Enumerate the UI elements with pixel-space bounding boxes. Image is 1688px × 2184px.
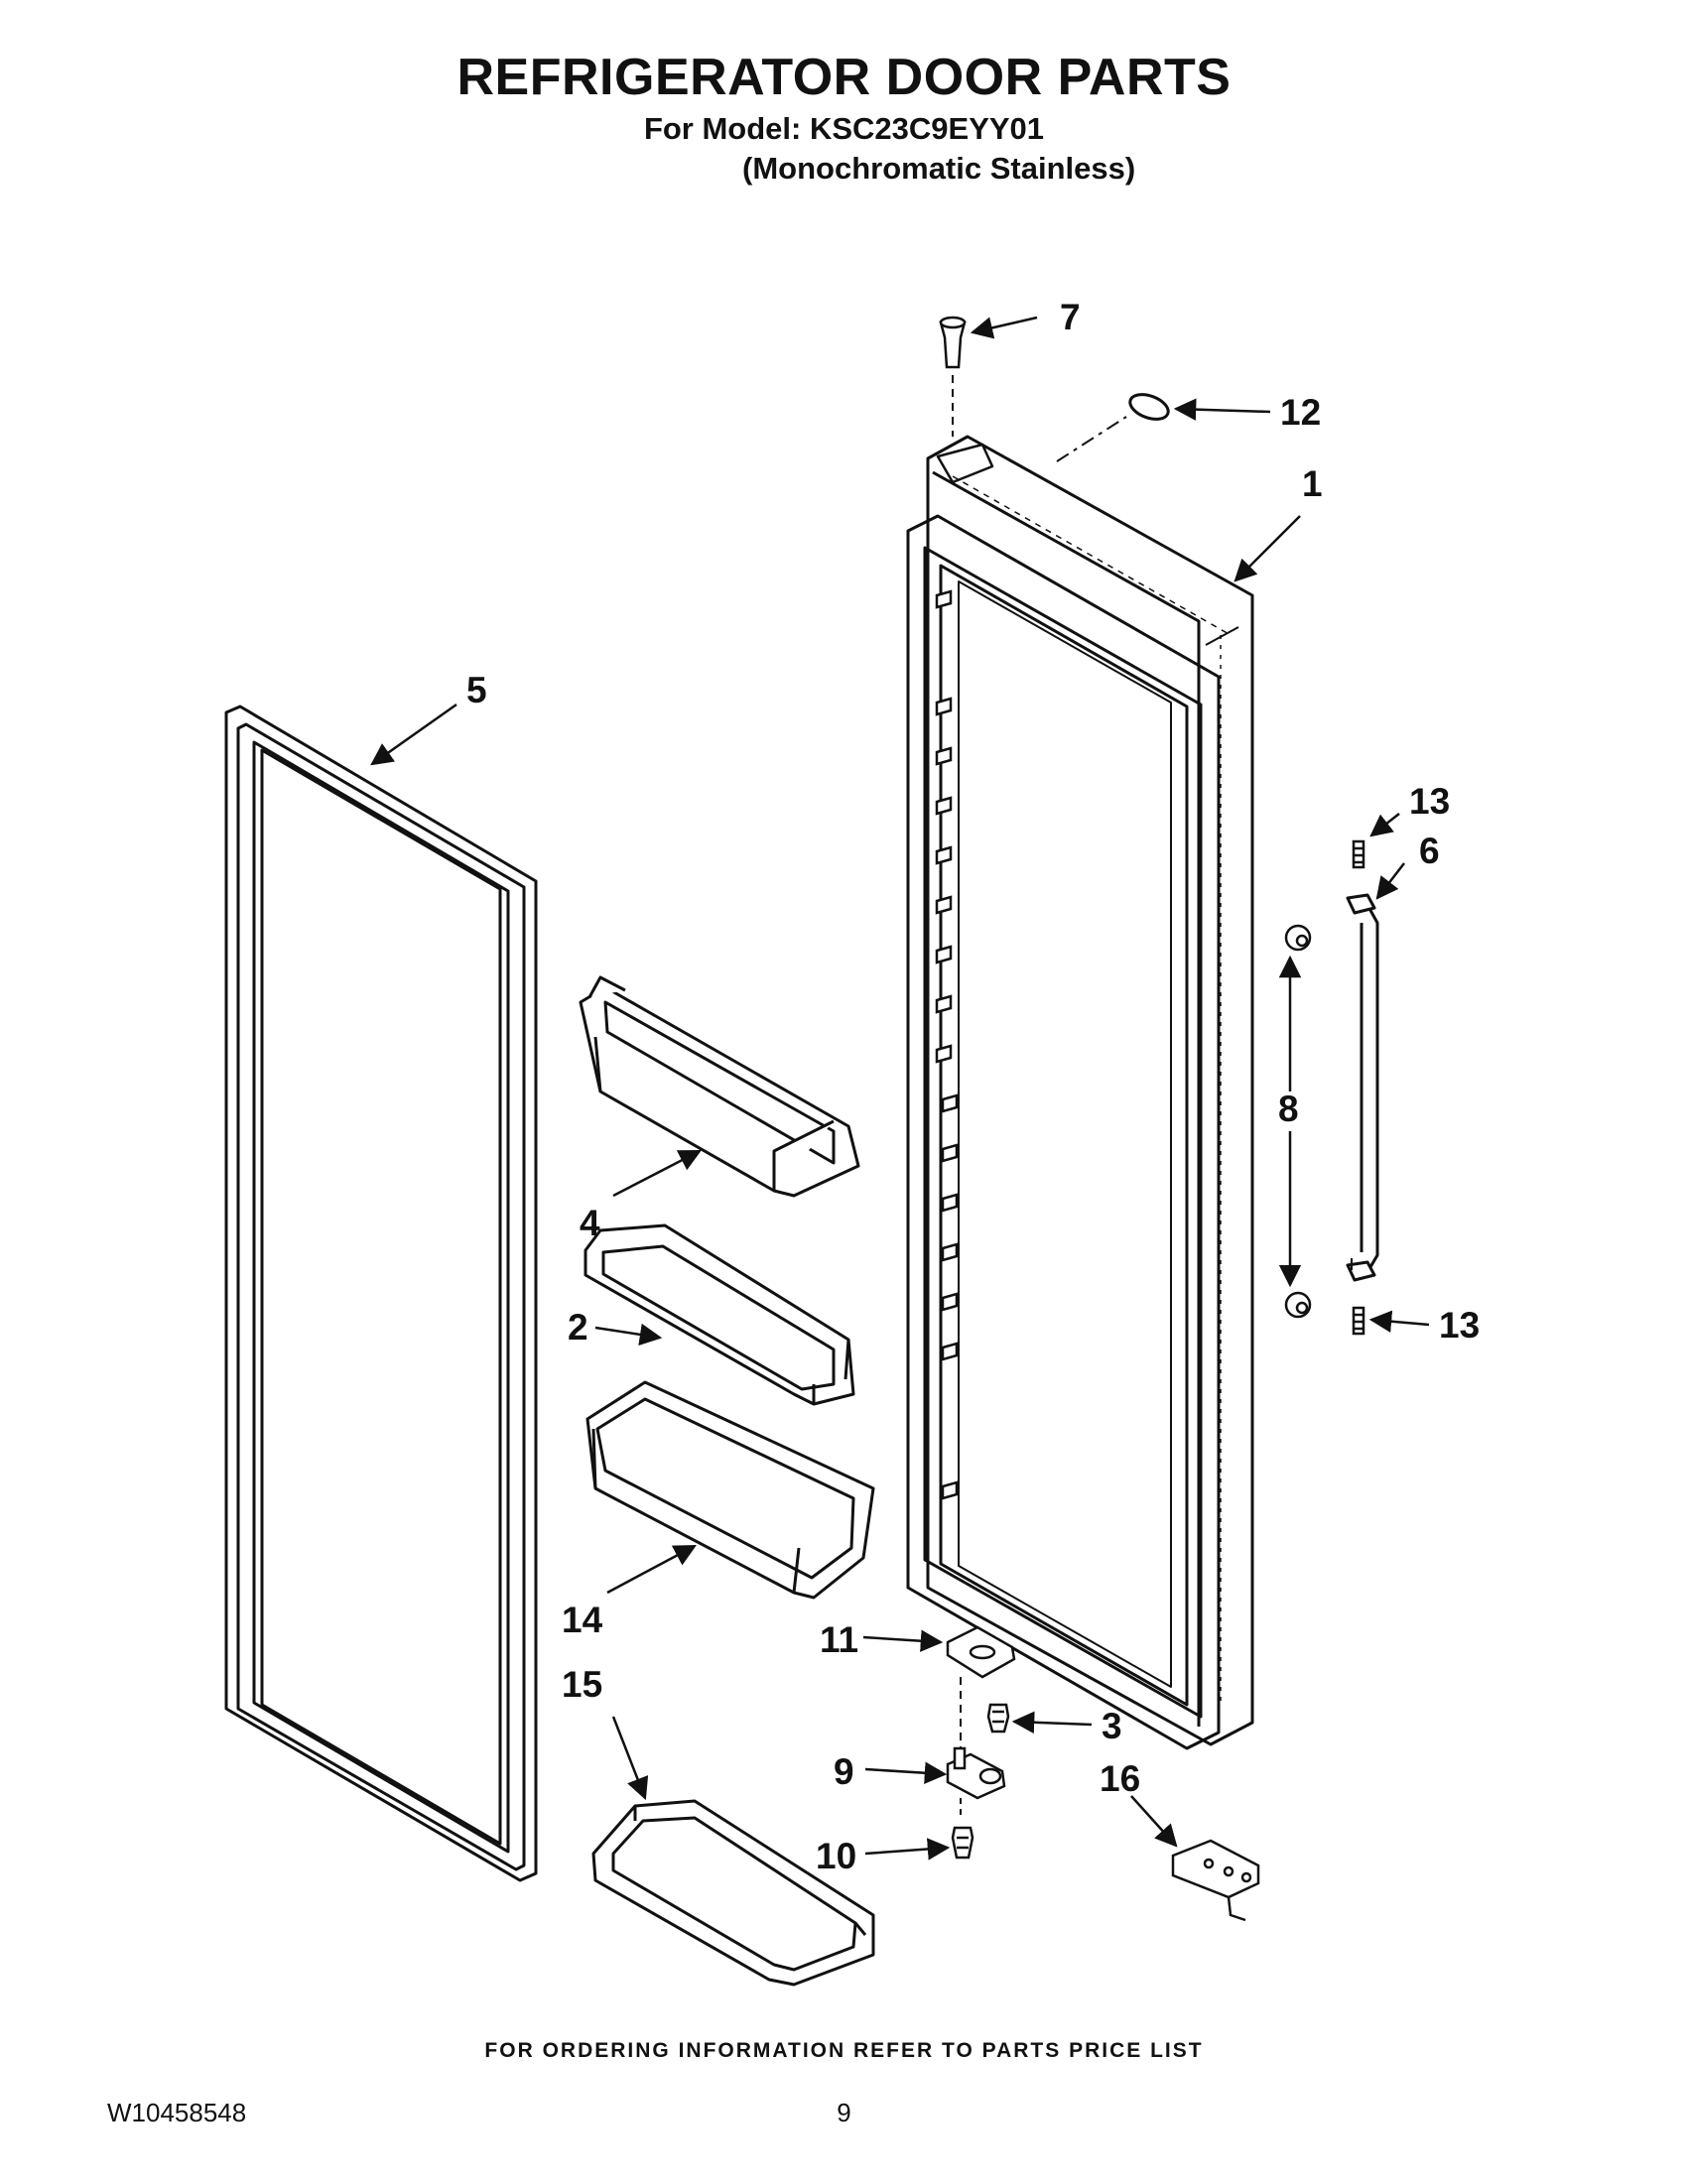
part-12-plug: [1056, 393, 1170, 462]
part-14-large-door-bin: [585, 1380, 875, 1600]
part-16-hinge-cover: [1171, 1839, 1260, 1922]
part-9-bottom-hinge: [946, 1746, 1006, 1816]
finish-line: (Monochromatic Stainless): [742, 151, 1136, 186]
callout-8: 8: [1278, 1089, 1299, 1129]
page-title: REFRIGERATOR DOOR PARTS: [456, 49, 1232, 106]
page-number: 9: [837, 2098, 851, 2127]
leader-lines: [370, 316, 1430, 1861]
part-6-door-handle: [1346, 893, 1379, 1282]
part-5-door-gasket: [224, 705, 538, 1882]
callout-7: 7: [1060, 297, 1081, 337]
part-1-shelf-clips: [935, 589, 959, 1500]
document-number: W10458548: [107, 2098, 247, 2127]
callout-5: 5: [466, 670, 487, 710]
ordering-note: FOR ORDERING INFORMATION REFER TO PARTS …: [484, 2039, 1204, 2062]
callout-11: 11: [820, 1619, 858, 1660]
callout-3: 3: [1102, 1706, 1122, 1746]
part-13-screws: [1352, 839, 1365, 1336]
callout-16: 16: [1100, 1758, 1140, 1799]
part-15-bottom-tray: [591, 1799, 875, 1987]
callout-14: 14: [562, 1600, 603, 1640]
part-8-spacers: [1284, 924, 1312, 1319]
callout-13-top: 13: [1409, 781, 1450, 822]
callout-12: 12: [1280, 392, 1321, 433]
callout-4: 4: [580, 1203, 600, 1243]
callout-1: 1: [1302, 463, 1323, 504]
part-10-screw: [951, 1826, 974, 1860]
part-4-door-bin: [579, 975, 860, 1198]
part-11-hinge-shim: [946, 1625, 1016, 1751]
part-1-door-liner: [906, 435, 1254, 1750]
model-line: For Model: KSC23C9EYY01: [643, 111, 1045, 146]
callout-6: 6: [1419, 831, 1440, 871]
callout-13-bottom: 13: [1439, 1305, 1480, 1346]
callout-10: 10: [816, 1836, 856, 1876]
part-7-hinge-pin: [939, 316, 967, 437]
callout-2: 2: [568, 1307, 588, 1348]
callout-9: 9: [834, 1751, 854, 1792]
part-3-screw: [986, 1703, 1010, 1734]
part-2-door-rail: [584, 1223, 855, 1406]
callout-15: 15: [562, 1664, 602, 1705]
